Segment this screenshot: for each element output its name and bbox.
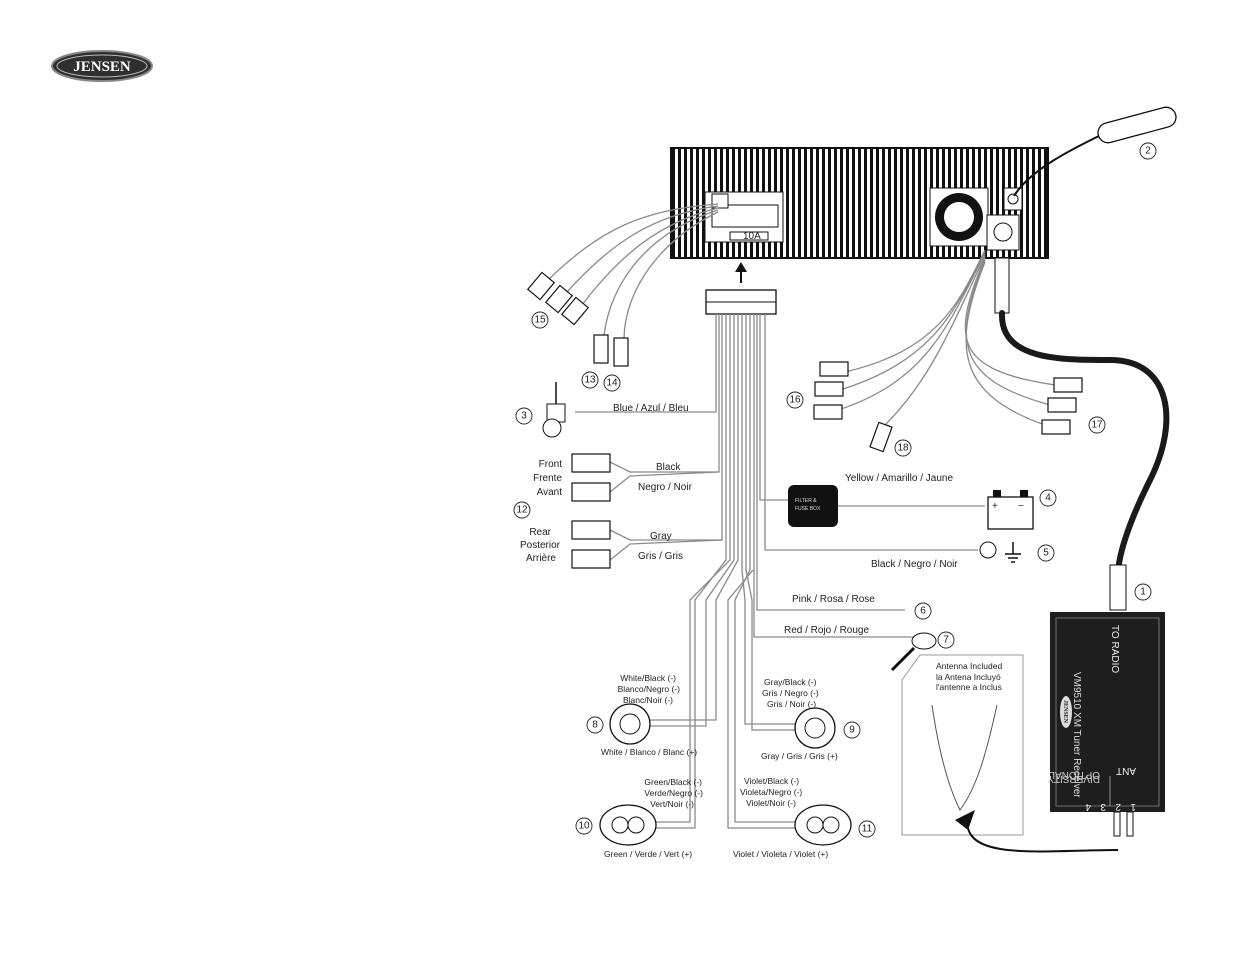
violet-black-3: Violet/Noir (-) <box>746 798 796 808</box>
posterior-label: Posterior <box>520 540 561 551</box>
callout-6: 6 <box>920 606 926 617</box>
to-radio-text: TO RADIO <box>1109 625 1120 673</box>
up-arrow-icon <box>735 262 747 283</box>
white-black-2: Blanco/Negro (-) <box>618 684 681 694</box>
speaker-10-icon <box>599 804 657 846</box>
ground-icon <box>979 541 1021 563</box>
gray-black-1: Gray/Black (-) <box>764 677 817 687</box>
violet-plus: Violet / Violeta / Violet (+) <box>733 849 828 859</box>
harness-wires <box>575 314 985 829</box>
callout-14: 14 <box>606 378 618 389</box>
callout-4: 4 <box>1045 493 1051 504</box>
callout-15: 15 <box>534 315 546 326</box>
violet-black-1: Violet/Black (-) <box>744 776 799 786</box>
callout-3: 3 <box>521 411 527 422</box>
avant-label: Avant <box>537 487 563 498</box>
port-3: 3 <box>1100 801 1106 812</box>
fuse-label: 10A <box>743 231 761 242</box>
key-icon <box>890 632 937 672</box>
callout-8: 8 <box>592 720 598 731</box>
callout-2: 2 <box>1145 146 1151 157</box>
front-label: Front <box>539 459 563 470</box>
receiver-logo-text: JENSEN <box>1062 700 1068 724</box>
gray-label: Gray <box>650 531 672 542</box>
callout-1: 1 <box>1140 587 1146 598</box>
arriere-label: Arrière <box>526 553 556 564</box>
optional-text: OPTIONAL <box>1049 769 1100 780</box>
diversity-text: DIVERSITY <box>1047 773 1100 784</box>
antenna-included-line-2: la Antena Incluyó <box>936 672 1001 682</box>
svg-text:+: + <box>992 501 998 512</box>
ant-label: ANT <box>1116 765 1136 776</box>
callout-10: 10 <box>578 821 590 832</box>
callouts <box>513 142 1157 838</box>
port-4: 4 <box>1085 801 1091 812</box>
jensen-logo: JENSEN <box>51 50 153 82</box>
callout-18: 18 <box>897 443 909 454</box>
violet-black-2: Violeta/Negro (-) <box>740 787 802 797</box>
green-black-3: Vert/Noir (-) <box>650 799 694 809</box>
white-plus: White / Blanco / Blanc (+) <box>601 747 697 757</box>
gray-plus: Gray / Gris / Gris (+) <box>761 751 838 761</box>
callout-9: 9 <box>849 725 855 736</box>
rca-leads-right <box>813 249 1083 453</box>
gray-black-2: Gris / Negro (-) <box>762 688 819 698</box>
callout-numbers: 1 2 3 4 5 6 7 8 9 10 11 12 13 14 15 16 1… <box>516 146 1151 835</box>
callout-7: 7 <box>943 635 949 646</box>
callout-12: 12 <box>516 505 528 516</box>
svg-text:FILTER &: FILTER & <box>795 498 817 504</box>
antenna-included-line-3: l'antenne a Inclus <box>936 682 1002 692</box>
wire-labels: Blue / Azul / Bleu Front Frente Avant Bl… <box>520 403 958 859</box>
white-black-1: White/Black (-) <box>620 673 676 683</box>
callout-5: 5 <box>1043 548 1049 559</box>
rca-leads-left <box>526 203 719 367</box>
pink-wire-label: Pink / Rosa / Rose <box>792 594 875 605</box>
tuner-receiver: TO RADIO VM9510 XM Tuner Receiver JENSEN… <box>1047 612 1165 837</box>
antenna-included-line-1: Antenna Included <box>936 661 1002 671</box>
front-rear-rca <box>571 453 611 569</box>
speaker-11-icon <box>794 804 852 846</box>
speaker-9-icon <box>794 707 836 749</box>
callout-17: 17 <box>1091 420 1103 431</box>
green-plus: Green / Verde / Vert (+) <box>604 849 692 859</box>
black-label: Black <box>656 462 681 473</box>
jensen-logo-text: JENSEN <box>73 59 131 75</box>
speaker-8-icon <box>609 703 651 745</box>
port-2: 2 <box>1115 801 1121 812</box>
blue-wire-label: Blue / Azul / Bleu <box>613 403 689 414</box>
filter-fuse-box: FILTER & FUSE BOX <box>788 485 838 527</box>
gris-gris-label: Gris / Gris <box>638 551 683 562</box>
green-black-1: Green/Black (-) <box>644 777 702 787</box>
battery-icon: + − <box>987 490 1034 530</box>
harness-connector <box>705 289 777 315</box>
callout-16: 16 <box>789 395 801 406</box>
yellow-wire-label: Yellow / Amarillo / Jaune <box>845 473 953 484</box>
red-wire-label: Red / Rojo / Rouge <box>784 625 869 636</box>
rear-label: Rear <box>529 527 551 538</box>
negro-noir-label: Negro / Noir <box>638 482 693 493</box>
frente-label: Frente <box>533 473 562 484</box>
svg-text:FUSE BOX: FUSE BOX <box>795 506 821 512</box>
port-1: 1 <box>1130 801 1136 812</box>
callout-11: 11 <box>862 824 873 835</box>
antenna-cable <box>994 106 1177 611</box>
antenna-included-panel: Antenna Included la Antena Incluyó l'ant… <box>901 654 1119 853</box>
gray-black-3: Gris / Noir (-) <box>767 699 816 709</box>
power-antenna-icon <box>542 382 566 438</box>
green-black-2: Verde/Negro (-) <box>644 788 703 798</box>
ground-wire-label: Black / Negro / Noir <box>871 559 958 570</box>
receiver-model-text: VM9510 XM Tuner Receiver <box>1071 672 1082 798</box>
callout-13: 13 <box>584 375 596 386</box>
white-black-3: Blanc/Noir (-) <box>623 695 673 705</box>
head-unit: 10A <box>670 147 1049 259</box>
svg-text:−: − <box>1018 501 1024 512</box>
